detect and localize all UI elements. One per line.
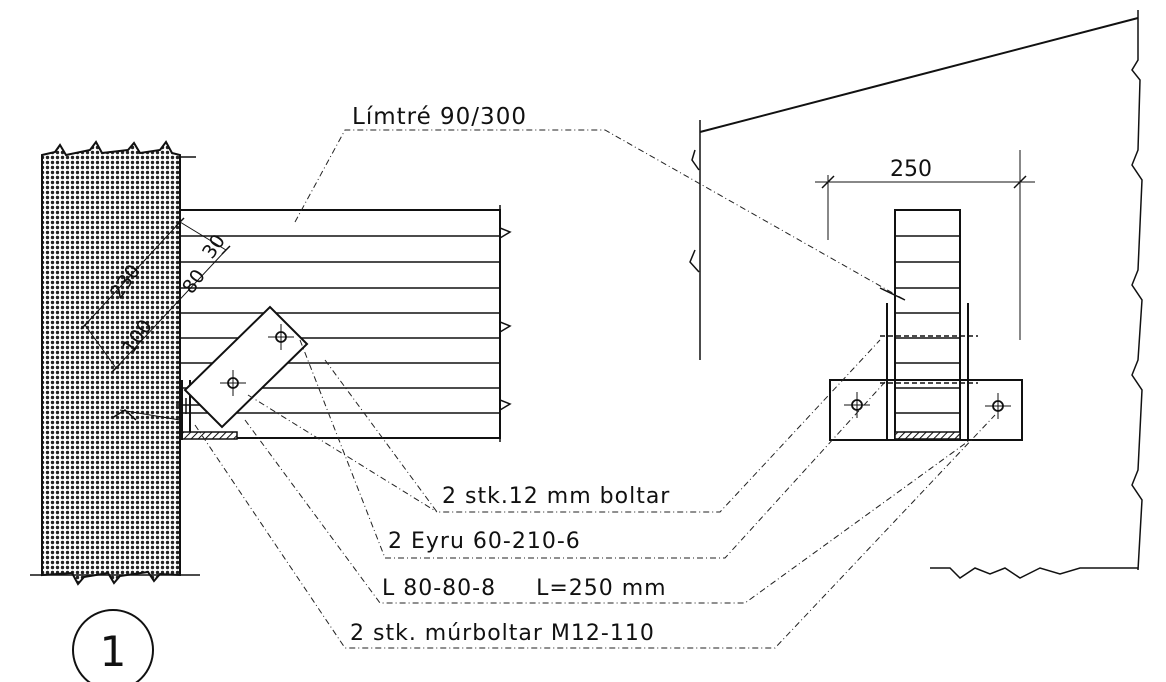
inclined-dimensions — [80, 217, 231, 421]
label-beam: Límtré 90/300 — [352, 104, 527, 130]
beam-section — [880, 209, 978, 440]
leader-lines — [194, 129, 996, 649]
masonry-wall — [30, 140, 200, 586]
label-angle: L 80-80-8 L=250 mm — [382, 576, 667, 601]
roof-outline — [689, 10, 1143, 579]
dimension-250 — [815, 150, 1035, 340]
label-wall-bolts: 2 stk. múrboltar M12-110 — [350, 621, 655, 646]
stirrup-plate-left — [183, 305, 309, 429]
label-stirrup: 2 Eyru 60-210-6 — [388, 529, 581, 554]
detail-marker: 1 — [72, 609, 154, 682]
dim-250: 250 — [890, 157, 932, 182]
angle-plate-right — [829, 379, 1023, 441]
label-bolts: 2 stk.12 mm boltar — [442, 484, 670, 509]
detail-number: 1 — [100, 627, 127, 676]
